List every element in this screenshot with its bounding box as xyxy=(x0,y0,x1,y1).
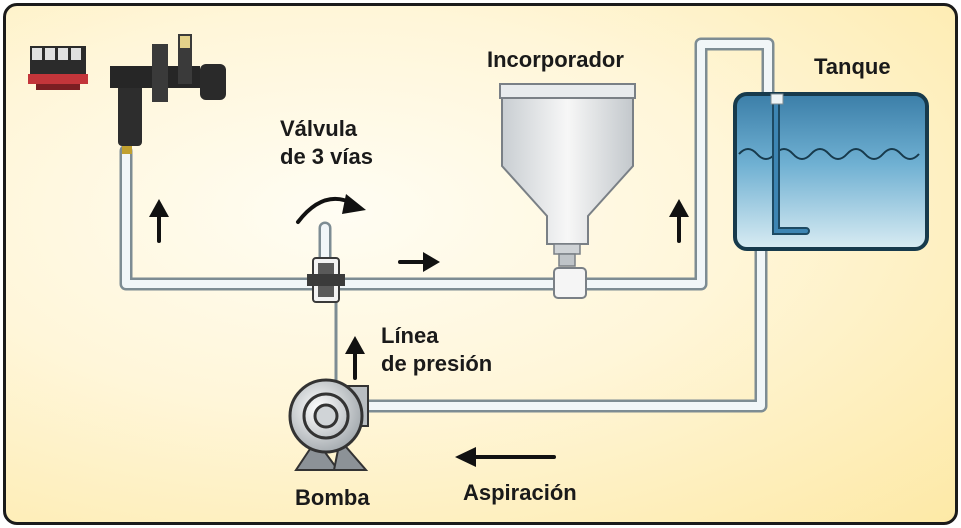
tank-label: Tanque xyxy=(814,54,891,79)
diagram-frame: Incorporador Tanque Válvula de 3 vías Lí… xyxy=(3,3,958,525)
arrow-left-suction-icon xyxy=(455,447,556,467)
incorporator-icon xyxy=(499,83,636,299)
boom-valves-icon xyxy=(28,46,88,90)
three-way-valve-icon xyxy=(307,257,345,303)
arrow-right-pipe-icon xyxy=(398,252,440,272)
filter-nozzle-icon xyxy=(110,34,226,154)
pressure-line-label-line1: Línea xyxy=(381,323,439,348)
valve-label-line1: Válvula xyxy=(280,116,358,141)
pump-icon xyxy=(288,378,369,471)
suction-label: Aspiración xyxy=(463,480,577,505)
arrow-up-tank-icon xyxy=(669,199,689,243)
diagram-canvas xyxy=(28,34,929,471)
curved-arrow-valve-icon xyxy=(296,194,366,224)
arrow-up-nozzle-icon xyxy=(149,199,169,243)
tank-icon xyxy=(733,92,929,251)
flow-arrows xyxy=(149,194,689,467)
incorporator-label: Incorporador xyxy=(487,47,624,72)
pressure-line-label-line2: de presión xyxy=(381,351,493,376)
valve-label-line2: de 3 vías xyxy=(280,144,373,169)
arrow-up-pressure-icon xyxy=(345,336,365,380)
pump-label: Bomba xyxy=(295,485,370,510)
